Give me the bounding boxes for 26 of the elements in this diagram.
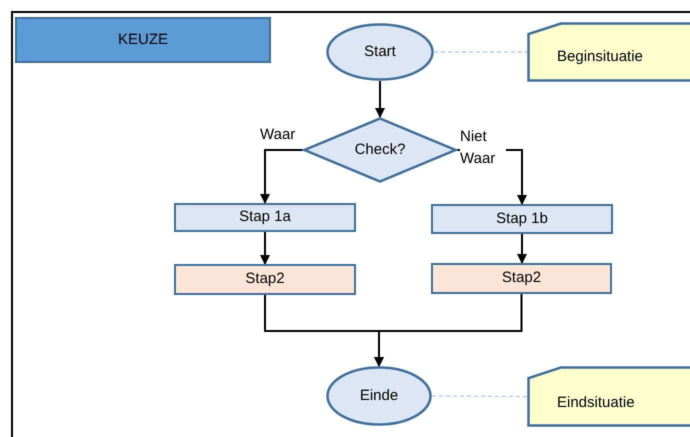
node-text: Start xyxy=(364,42,396,62)
decision-diamond xyxy=(303,117,457,183)
node-text: Beginsituatie xyxy=(557,48,643,66)
callout-box xyxy=(527,22,690,82)
node-text: Stap2 xyxy=(502,269,542,288)
process-box xyxy=(431,204,613,234)
title-box xyxy=(15,17,271,63)
node-text: Stap2 xyxy=(245,270,285,289)
arrow xyxy=(374,294,522,367)
node-text: Eindsituatie xyxy=(557,394,635,413)
arrow xyxy=(260,232,270,265)
node-text: Stap 1a xyxy=(239,208,291,227)
end-ellipse xyxy=(326,366,432,426)
arrow xyxy=(375,81,385,118)
arrow xyxy=(517,234,527,264)
process-box xyxy=(431,263,612,294)
arrow xyxy=(260,149,303,204)
node-text: Stap 1b xyxy=(496,210,548,228)
node-text: KEUZE xyxy=(118,30,168,50)
node-text: Einde xyxy=(360,386,398,406)
node-text: Check? xyxy=(354,140,406,160)
callout-box xyxy=(527,366,690,427)
process-box xyxy=(174,203,356,232)
process-box xyxy=(174,264,356,295)
start-ellipse xyxy=(326,23,434,81)
dashed-connector xyxy=(432,396,528,397)
